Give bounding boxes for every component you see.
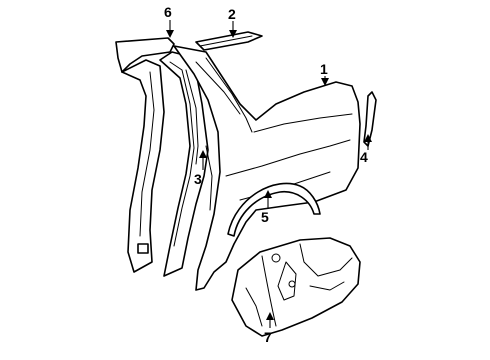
callout-7: 7 — [264, 329, 272, 345]
part-5-wheel-arch-molding — [227, 182, 321, 237]
callout-5: 5 — [261, 209, 269, 225]
part-4-end-molding — [363, 91, 377, 147]
leader-lines — [166, 20, 372, 328]
callout-2: 2 — [228, 6, 236, 22]
callout-4: 4 — [360, 149, 368, 165]
part-2-package-strip — [195, 31, 263, 51]
part-6-inner-pillar — [115, 37, 175, 273]
callout-3: 3 — [194, 171, 202, 187]
callout-6: 6 — [164, 4, 172, 20]
part-7-wheelhouse-inner — [231, 237, 361, 337]
callout-1: 1 — [320, 61, 328, 77]
